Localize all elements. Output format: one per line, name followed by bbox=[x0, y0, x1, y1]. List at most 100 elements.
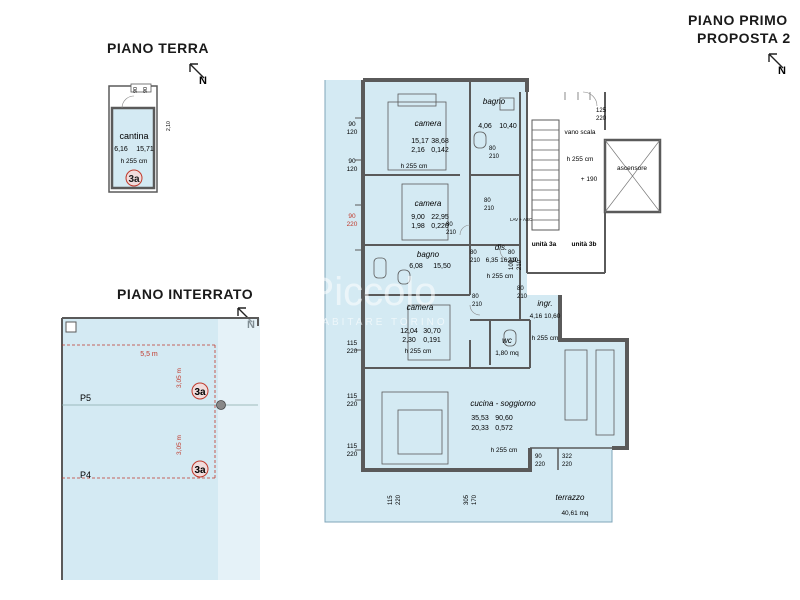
unit-badge: 3a bbox=[191, 382, 209, 400]
svg-text:90: 90 bbox=[133, 87, 139, 93]
dim-label: 210 bbox=[508, 258, 519, 264]
room-camera-2-ratio-b: 0,220 bbox=[431, 223, 449, 230]
dim-label: 80 bbox=[470, 250, 477, 256]
dim-label: 80 bbox=[472, 294, 479, 300]
room-wc: wc bbox=[502, 336, 512, 345]
svg-text:90: 90 bbox=[143, 87, 149, 93]
svg-text:N: N bbox=[199, 75, 207, 87]
dim-label: 210 bbox=[446, 230, 457, 236]
room-camera-3-area-a: 12,04 bbox=[400, 328, 418, 335]
cantina-plan: 90 90 2,10 bbox=[108, 83, 172, 193]
room-camera-1-area-a: 15,17 bbox=[411, 138, 429, 145]
room-dis-height: h 255 cm bbox=[487, 273, 514, 280]
watermark-tagline: ABITARE TORINO bbox=[322, 317, 447, 328]
dim-label: LAV + ASC bbox=[510, 217, 533, 222]
room-camera-3-ratio-a: 2,30 bbox=[402, 337, 416, 344]
north-arrow-icon: N bbox=[768, 53, 786, 77]
dim-label: 170 bbox=[472, 494, 478, 505]
parking-p4: P4 bbox=[80, 470, 91, 480]
garage-depth-2: 3,05 m bbox=[176, 435, 183, 455]
room-ascensore: ascensore bbox=[617, 165, 647, 172]
dim-label: 220 bbox=[347, 401, 358, 408]
room-camera-3-ratio-b: 0,191 bbox=[423, 337, 441, 344]
dim-label: 120 bbox=[347, 166, 358, 173]
north-arrow-icon: N bbox=[189, 63, 207, 87]
room-camera-1: camera bbox=[415, 119, 442, 128]
room-camera-3-height: h 255 cm bbox=[405, 348, 432, 355]
svg-text:3a: 3a bbox=[128, 174, 140, 185]
unit-badge: 3a bbox=[125, 169, 143, 187]
room-dis: dis. bbox=[495, 243, 507, 252]
room-camera-3-area-b: 30,70 bbox=[423, 328, 441, 335]
dim-label: 220 bbox=[347, 221, 358, 228]
room-cucina-area-a: 35,53 bbox=[471, 415, 489, 422]
dim-label: 90 bbox=[348, 213, 356, 220]
heading-proposta: PROPOSTA 2 bbox=[697, 30, 791, 46]
dim-label: 220 bbox=[596, 116, 607, 122]
dim-label: 210 bbox=[517, 259, 523, 270]
svg-text:3a: 3a bbox=[194, 465, 206, 476]
dim-label: 120 bbox=[347, 129, 358, 136]
room-vano-scala: vano scala bbox=[564, 129, 595, 136]
dim-label: 100 bbox=[509, 259, 515, 270]
svg-text:2,10: 2,10 bbox=[166, 121, 172, 131]
room-camera-2-ratio-a: 1,98 bbox=[411, 223, 425, 230]
room-ingresso: ingr. bbox=[537, 299, 552, 308]
dim-label: 80 bbox=[517, 286, 524, 292]
dim-label: 210 bbox=[470, 258, 481, 264]
room-wc-area: 1,80 mq bbox=[495, 350, 519, 357]
dim-label: 220 bbox=[562, 462, 573, 468]
dim-label: 220 bbox=[347, 451, 358, 458]
parking-p5: P5 bbox=[80, 393, 91, 403]
watermark-logo: Piccolo bbox=[308, 270, 437, 314]
room-vano-level: + 190 bbox=[581, 176, 598, 183]
room-dis-area: 6,35 16,19 bbox=[486, 257, 517, 264]
room-terrazzo: terrazzo bbox=[556, 493, 585, 502]
dim-label: 115 bbox=[347, 340, 358, 347]
room-camera-3: camera bbox=[407, 303, 434, 312]
room-cucina-height: h 255 cm bbox=[491, 447, 518, 454]
room-camera-2: camera bbox=[415, 199, 442, 208]
dim-label: 210 bbox=[489, 154, 500, 160]
room-bagno-2-area-a: 4,06 bbox=[478, 123, 492, 130]
heading-piano-terra: PIANO TERRA bbox=[107, 40, 209, 56]
heading-piano-interrato: PIANO INTERRATO bbox=[117, 286, 254, 302]
heading-piano-primo: PIANO PRIMO bbox=[688, 12, 788, 28]
dim-label: 80 bbox=[489, 146, 496, 152]
room-vano-height: h 255 cm bbox=[567, 156, 594, 163]
room-bagno-2-area-b: 10,40 bbox=[499, 123, 517, 130]
dim-label: 220 bbox=[396, 494, 402, 505]
room-bagno-1-area-b: 15,50 bbox=[433, 263, 451, 270]
dim-label: 90 bbox=[348, 158, 356, 165]
room-terrazzo-area: 40,61 mq bbox=[561, 510, 588, 517]
dim-label: 80 bbox=[508, 250, 515, 256]
garage-width: 5,5 m bbox=[140, 351, 158, 358]
cantina-area-2: 15,71 bbox=[136, 146, 154, 153]
dim-label: 220 bbox=[347, 348, 358, 355]
svg-text:3a: 3a bbox=[194, 387, 206, 398]
dim-label: 90 bbox=[348, 121, 356, 128]
room-camera-1-ratio-b: 0,142 bbox=[431, 147, 449, 154]
dim-label: 210 bbox=[472, 302, 483, 308]
dim-label: 305 bbox=[464, 494, 470, 505]
garage-plan bbox=[61, 317, 260, 580]
room-camera-1-height: h 255 cm bbox=[401, 163, 428, 170]
room-cucina-area-b: 90,60 bbox=[495, 415, 513, 422]
room-cucina-soggiorno: cucina - soggiorno bbox=[470, 399, 536, 408]
dim-label: 80 bbox=[446, 222, 453, 228]
dim-label: 80 bbox=[484, 198, 491, 204]
room-cucina-ratio-a: 20,33 bbox=[471, 425, 489, 432]
cantina-height: h 255 cm bbox=[121, 158, 148, 165]
room-ingresso-area: 4,16 10,60 bbox=[530, 313, 561, 320]
label-unita-3b: unità 3b bbox=[572, 241, 597, 248]
dim-label: 210 bbox=[517, 294, 528, 300]
cantina-label: cantina bbox=[119, 131, 148, 141]
room-bagno-1-area-a: 6,08 bbox=[409, 263, 423, 270]
unit-badge: 3a bbox=[191, 460, 209, 478]
room-camera-2-area-b: 22,95 bbox=[431, 214, 449, 221]
dim-label: 125 bbox=[596, 108, 607, 114]
room-camera-2-area-a: 9,00 bbox=[411, 214, 425, 221]
dim-label: 115 bbox=[347, 443, 358, 450]
